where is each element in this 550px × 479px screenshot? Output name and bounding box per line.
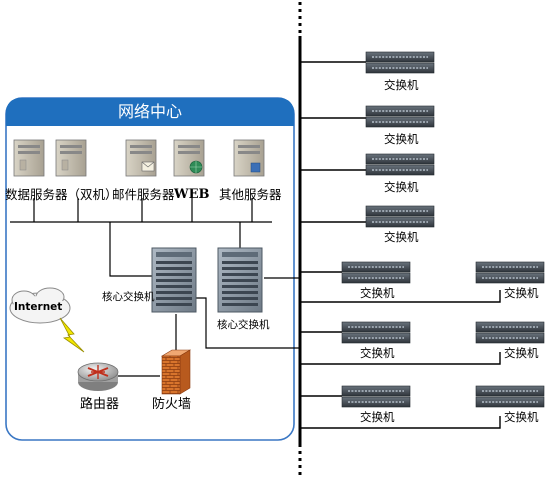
server-icon-web <box>173 139 205 177</box>
access-switch-icon <box>365 51 435 74</box>
access-switch-icon <box>341 321 411 344</box>
server-label-web: WEB <box>174 187 210 202</box>
server-icon-other <box>233 139 265 177</box>
access-switch-icon <box>341 261 411 284</box>
access-switch-label: 交换机 <box>504 286 539 300</box>
access-switch-label: 交换机 <box>504 410 539 424</box>
firewall-label: 防火墙 <box>152 397 192 412</box>
access-switch-label: 交换机 <box>360 286 395 300</box>
access-switch-label: 交换机 <box>360 410 395 424</box>
access-switch-label: 交换机 <box>384 230 419 244</box>
network-center-title: 网络中心 <box>6 98 294 126</box>
server-icon-data-2 <box>55 139 87 177</box>
core-switch-icon-1 <box>151 247 197 313</box>
server-icon-data-1 <box>13 139 45 177</box>
access-switch-icon <box>475 261 545 284</box>
access-switch-icon <box>475 321 545 344</box>
access-branch-lines <box>300 61 501 429</box>
access-switch-label: 交换机 <box>384 132 419 146</box>
access-switch-icon <box>365 105 435 128</box>
internet-label: Internet <box>14 301 63 313</box>
lightning-icon <box>59 317 85 353</box>
server-bus <box>10 198 300 377</box>
server-label-other: 其他服务器 <box>219 187 282 202</box>
access-switch-label: 交换机 <box>384 78 419 92</box>
server-label-mail: 邮件服务器 <box>112 187 175 202</box>
server-icon-mail <box>125 139 157 177</box>
access-switch-icon <box>365 205 435 228</box>
access-switch-icon <box>475 385 545 408</box>
core-switch-label-1: 核心交换机 <box>102 291 155 303</box>
router-label: 路由器 <box>80 397 120 412</box>
access-switch-icon <box>365 153 435 176</box>
access-switch-label: 交换机 <box>384 180 419 194</box>
firewall-icon <box>160 349 192 395</box>
router-icon <box>77 362 119 391</box>
access-switch-label: 交换机 <box>504 346 539 360</box>
server-label-data: 数据服务器（双机） <box>5 187 118 202</box>
access-switch-label: 交换机 <box>360 346 395 360</box>
access-switch-icon <box>341 385 411 408</box>
core-switch-label-2: 核心交换机 <box>217 319 270 331</box>
core-switch-icon-2 <box>217 247 263 313</box>
internet-cloud-icon <box>9 287 71 324</box>
